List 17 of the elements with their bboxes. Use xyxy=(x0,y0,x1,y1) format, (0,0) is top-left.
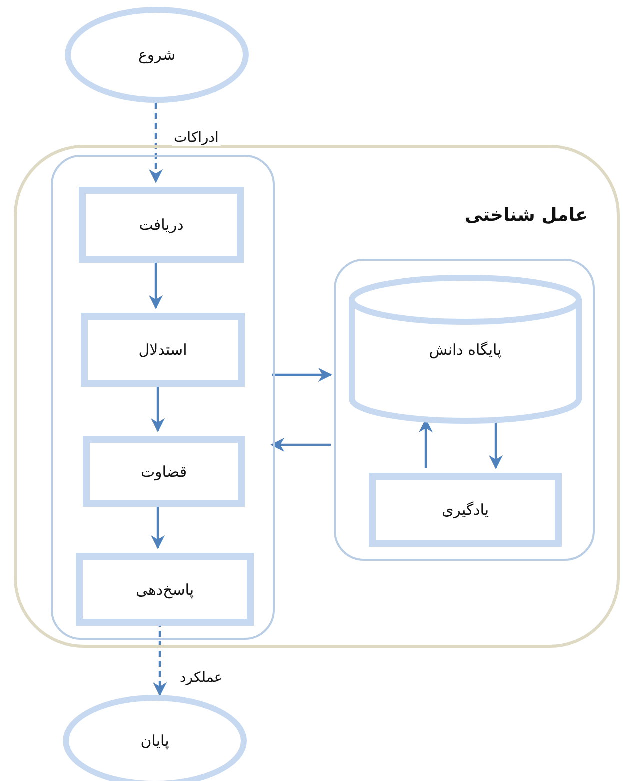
process-box: یادگیری xyxy=(369,473,562,547)
process-box: قضاوت xyxy=(83,436,245,507)
process-box: استدلال xyxy=(81,313,245,387)
arrow xyxy=(149,103,163,184)
process-box: پاسخ‌دهی xyxy=(76,553,254,626)
terminal-ellipse: شروع xyxy=(65,7,249,103)
panel-title: عامل شناختی xyxy=(465,205,588,226)
database-cylinder: پایگاه دانش xyxy=(348,275,583,425)
agent-frame xyxy=(14,145,620,648)
arrow xyxy=(272,368,332,382)
process-box: دریافت xyxy=(79,187,244,263)
terminal-ellipse: پایان xyxy=(63,695,247,781)
arrow xyxy=(489,420,503,470)
arrow xyxy=(270,438,331,452)
edge-label: ادراکات xyxy=(172,130,221,146)
panel-frame xyxy=(51,155,275,640)
panel-frame xyxy=(334,259,595,561)
